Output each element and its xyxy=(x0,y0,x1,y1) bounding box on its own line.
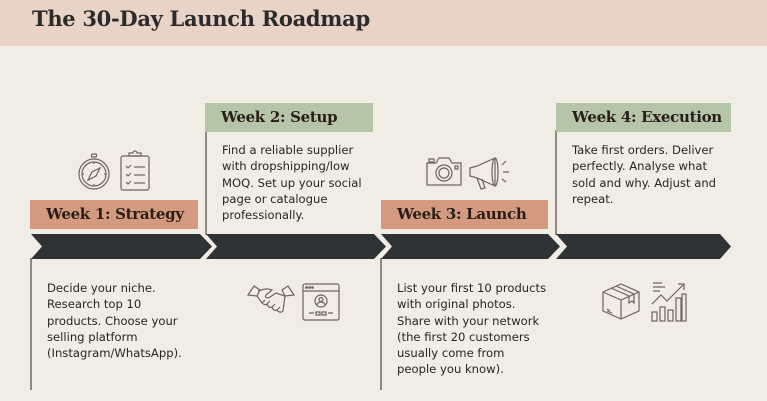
week-3-description: List your first 10 products with origina… xyxy=(397,281,547,377)
week-1-connector xyxy=(30,258,32,390)
profile-browser-icon xyxy=(302,283,340,321)
week-2-label: Week 2: Setup xyxy=(205,103,373,132)
week-4-arrow-segment xyxy=(556,234,731,259)
page-title: The 30-Day Launch Roadmap xyxy=(32,6,370,31)
clipboard-checklist-icon xyxy=(119,150,151,192)
handshake-icon xyxy=(246,283,296,317)
week-2-arrow-segment xyxy=(206,234,386,259)
week-3-connector xyxy=(380,258,382,390)
week-4-connector xyxy=(555,130,557,235)
header-band: The 30-Day Launch Roadmap xyxy=(0,0,767,46)
timeline-arrow-bar xyxy=(31,234,731,259)
week-1-arrow-segment xyxy=(31,234,212,259)
week-2-connector xyxy=(205,130,207,235)
week-4-label: Week 4: Execution xyxy=(556,103,731,132)
megaphone-icon xyxy=(467,152,511,192)
week-1-description: Decide your niche. Research top 10 produ… xyxy=(47,281,182,361)
package-box-icon xyxy=(601,281,641,321)
week-2-description: Find a reliable supplier with dropshippi… xyxy=(222,143,362,223)
week-4-description: Take first orders. Deliver perfectly. An… xyxy=(572,143,717,206)
week-3-label: Week 3: Launch xyxy=(381,200,548,229)
week-1-label: Week 1: Strategy xyxy=(30,200,198,229)
compass-icon xyxy=(76,153,112,191)
camera-icon xyxy=(425,155,463,187)
week-3-arrow-segment xyxy=(381,234,560,259)
growth-chart-icon xyxy=(650,280,688,322)
